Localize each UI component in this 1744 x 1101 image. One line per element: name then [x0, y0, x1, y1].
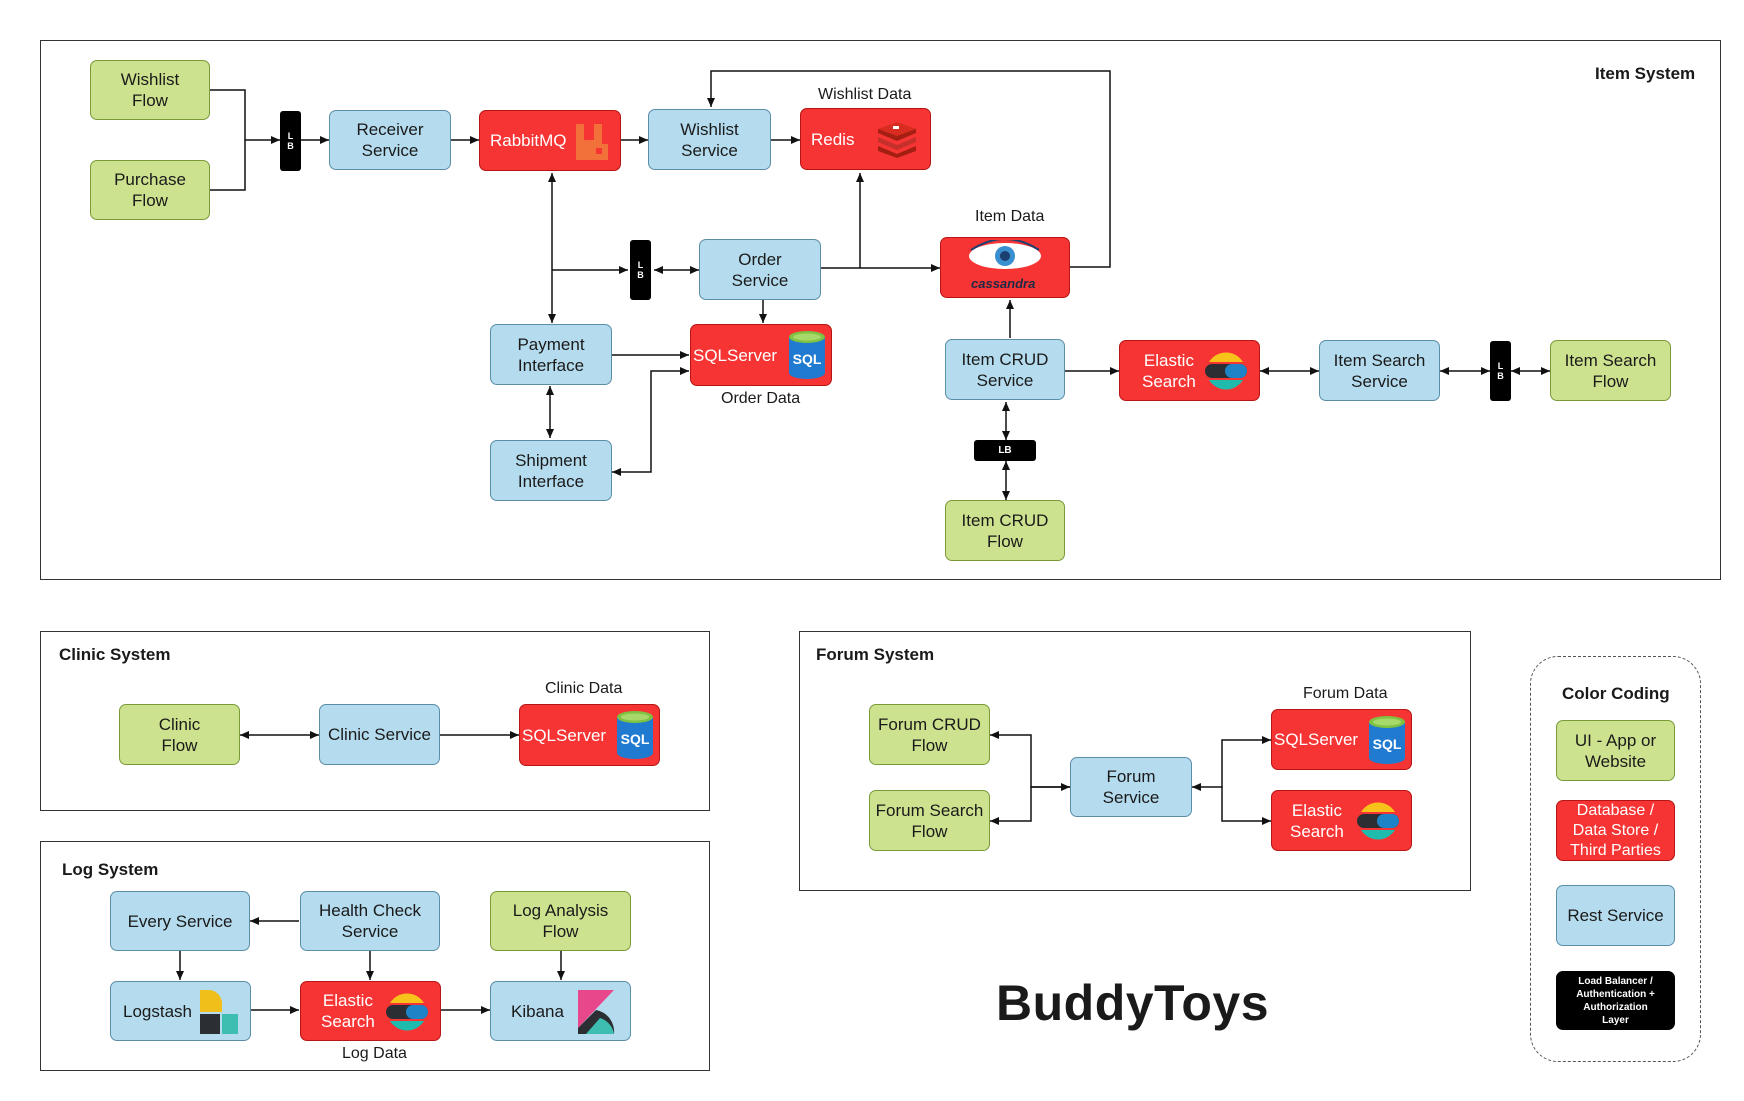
legend-lb: Load Balancer / Authentication + Authori… — [1556, 971, 1675, 1030]
kibana-icon — [578, 990, 615, 1034]
redis-node: Redis — [800, 108, 931, 170]
sqlserver-order-label: SQLServer — [693, 345, 778, 365]
kibana-label: Kibana — [511, 1001, 564, 1021]
cassandra-eye-icon — [969, 240, 1041, 269]
redis-label: Redis — [811, 129, 855, 149]
elasticsearch-icon — [1357, 802, 1399, 840]
elastic-item-label: Elastic Search — [1142, 350, 1196, 391]
load-balancer-item-search: L B — [1490, 341, 1511, 401]
legend-frame — [1530, 656, 1701, 1062]
legend-ui: UI - App or Website — [1556, 720, 1675, 781]
clinic-flow-node: Clinic Flow — [119, 704, 240, 765]
item-search-service-node: Item Search Service — [1319, 340, 1440, 401]
health-check-service-node: Health Check Service — [300, 891, 440, 951]
elastic-item-node: Elastic Search — [1119, 340, 1260, 401]
clinic-system-title: Clinic System — [59, 645, 171, 664]
rabbitmq-label: RabbitMQ — [490, 131, 567, 150]
log-analysis-flow-node: Log Analysis Flow — [490, 891, 631, 951]
forum-crud-flow-node: Forum CRUD Flow — [869, 704, 990, 765]
logstash-label: Logstash — [123, 1001, 192, 1021]
order-data-label: Order Data — [721, 390, 801, 407]
cassandra-node: cassandra — [940, 237, 1070, 298]
item-crud-service-node: Item CRUD Service — [945, 339, 1065, 400]
purchase-flow-node: Purchase Flow — [90, 160, 210, 220]
sql-database-icon: SQL — [617, 711, 653, 759]
redis-icon — [878, 122, 916, 158]
item-search-flow-node: Item Search Flow — [1550, 340, 1671, 401]
elastic-forum-node: Elastic Search — [1271, 790, 1412, 851]
load-balancer-receiver: L B — [280, 111, 301, 171]
receiver-service-node: Receiver Service — [329, 110, 451, 170]
sql-icon-text: SQL — [793, 351, 822, 367]
elasticsearch-icon — [386, 993, 428, 1031]
sqlserver-forum-node: SQLServer SQL — [1271, 709, 1412, 770]
legend-rest: Rest Service — [1556, 885, 1675, 946]
log-data-label: Log Data — [342, 1045, 407, 1062]
sql-icon-text: SQL — [1373, 736, 1402, 752]
kibana-node: Kibana — [490, 981, 631, 1041]
clinic-service-node: Clinic Service — [319, 704, 440, 765]
sqlserver-clinic-label: SQLServer — [522, 725, 607, 745]
forum-system-title: Forum System — [816, 645, 935, 664]
load-balancer-item-crud: LB — [974, 440, 1036, 461]
brand-title: BuddyToys — [996, 975, 1270, 1031]
wishlist-data-label: Wishlist Data — [818, 86, 912, 103]
forum-search-flow-node: Forum Search Flow — [869, 790, 990, 851]
shipment-interface-node: Shipment Interface — [490, 440, 612, 501]
sql-icon-text: SQL — [621, 731, 650, 747]
sqlserver-order-node: SQLServer SQL — [690, 324, 832, 386]
payment-interface-node: Payment Interface — [490, 324, 612, 385]
elasticsearch-icon — [1205, 352, 1247, 390]
sqlserver-forum-label: SQLServer — [1274, 730, 1359, 749]
rabbitmq-node: RabbitMQ — [479, 110, 621, 171]
forum-service-node: Forum Service — [1070, 757, 1192, 817]
sql-database-icon: SQL — [789, 331, 825, 379]
legend-database: Database / Data Store / Third Parties — [1556, 800, 1675, 861]
clinic-data-label: Clinic Data — [545, 680, 623, 697]
sql-database-icon: SQL — [1369, 716, 1405, 764]
every-service-node: Every Service — [110, 891, 250, 951]
order-service-node: Order Service — [699, 239, 821, 300]
rabbitmq-icon — [576, 124, 608, 160]
log-system-title: Log System — [62, 860, 159, 879]
wishlist-service-node: Wishlist Service — [648, 109, 771, 170]
wishlist-flow-node: Wishlist Flow — [90, 60, 210, 120]
legend-title: Color Coding — [1562, 684, 1670, 703]
elastic-log-node: Elastic Search — [300, 981, 441, 1041]
sqlserver-clinic-node: SQLServer SQL — [519, 704, 660, 766]
logstash-icon — [200, 990, 238, 1034]
logstash-node: Logstash — [110, 981, 251, 1041]
elastic-forum-label: Elastic Search — [1290, 800, 1344, 841]
item-crud-flow-node: Item CRUD Flow — [945, 500, 1065, 561]
forum-data-label: Forum Data — [1303, 685, 1388, 702]
item-data-label: Item Data — [975, 208, 1045, 225]
load-balancer-order: L B — [630, 240, 651, 300]
item-system-title: Item System — [1595, 64, 1696, 83]
elastic-log-label: Elastic Search — [321, 991, 375, 1031]
cassandra-label: cassandra — [971, 276, 1036, 291]
